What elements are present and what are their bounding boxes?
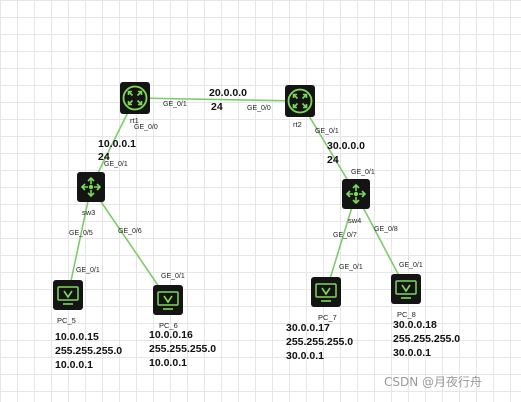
router-rt2[interactable] xyxy=(285,85,315,117)
port-label-pc7-to-sw4: GE_0/1 xyxy=(339,264,363,271)
pc7-mask: 255.255.255.0 xyxy=(286,336,353,348)
port-label-pc8-to-sw4: GE_0/1 xyxy=(399,262,423,269)
pc7-ip: 30.0.0.17 xyxy=(286,322,330,334)
pc5-mask: 255.255.255.0 xyxy=(55,345,122,357)
port-label-sw3-to-pc6: GE_0/6 xyxy=(118,228,142,235)
device-name-rt1: rt1 xyxy=(130,116,139,125)
pc8-mask: 255.255.255.0 xyxy=(393,333,460,345)
pc8-ip: 30.0.0.18 xyxy=(393,319,437,331)
port-label-sw3-to-rt1: GE_0/1 xyxy=(104,161,128,168)
device-name-rt2: rt2 xyxy=(293,120,302,129)
link-sw3-pc6 xyxy=(90,186,169,301)
pc7-gateway: 30.0.0.1 xyxy=(286,350,324,362)
network-prefix-rt2-sw4: 24 xyxy=(327,154,339,166)
device-name-pc8: PC_8 xyxy=(397,310,416,319)
network-prefix-rt1-sw3: 24 xyxy=(98,151,110,163)
pc-pc8[interactable] xyxy=(391,274,421,304)
device-name-pc5: PC_5 xyxy=(57,316,76,325)
port-label-sw4-to-rt2: GE_0/1 xyxy=(351,169,375,176)
pc6-ip: 10.0.0.16 xyxy=(149,329,193,341)
switch-sw3[interactable] xyxy=(77,172,105,202)
link-sw4-pc7 xyxy=(325,193,357,293)
link-sw3-pc5 xyxy=(67,186,92,296)
switch-sw4[interactable] xyxy=(342,179,370,209)
port-label-pc6-to-sw3: GE_0/1 xyxy=(161,273,185,280)
network-label-rt1-rt2: 20.0.0.0 xyxy=(209,87,247,99)
pc-pc6[interactable] xyxy=(153,285,183,315)
port-label-pc5-to-sw3: GE_0/1 xyxy=(76,267,100,274)
device-name-pc7: PC_7 xyxy=(318,313,337,322)
pc6-gateway: 10.0.0.1 xyxy=(149,357,187,369)
port-label-rt2-to-rt1: GE_0/0 xyxy=(247,105,271,112)
network-label-rt1-sw3: 10.0.0.1 xyxy=(98,138,136,150)
link-rt1-rt2 xyxy=(134,97,301,102)
device-name-sw4: sw4 xyxy=(348,216,361,225)
network-prefix-rt1-rt2: 24 xyxy=(211,101,223,113)
network-label-rt2-sw4: 30.0.0.0 xyxy=(327,140,365,152)
link-sw4-pc8 xyxy=(355,193,407,290)
port-label-sw4-to-pc8: GE_0/8 xyxy=(374,226,398,233)
port-label-sw4-to-pc7: GE_0/7 xyxy=(333,232,357,239)
device-name-sw3: sw3 xyxy=(82,208,95,217)
port-label-rt2-to-sw4: GE_0/1 xyxy=(315,128,339,135)
watermark: CSDN @月夜行舟 xyxy=(384,374,482,389)
pc-pc7[interactable] xyxy=(311,277,341,307)
port-label-rt1-to-sw3: GE_0/0 xyxy=(134,124,158,131)
router-rt1[interactable] xyxy=(120,82,150,114)
pc6-mask: 255.255.255.0 xyxy=(149,343,216,355)
pc8-gateway: 30.0.0.1 xyxy=(393,347,431,359)
port-label-rt1-to-rt2: GE_0/1 xyxy=(163,101,187,108)
port-label-sw3-to-pc5: GE_0/5 xyxy=(69,230,93,237)
pc-pc5[interactable] xyxy=(53,280,83,310)
pc5-gateway: 10.0.0.1 xyxy=(55,359,93,371)
device-name-pc6: PC_6 xyxy=(159,321,178,330)
pc5-ip: 10.0.0.15 xyxy=(55,331,99,343)
